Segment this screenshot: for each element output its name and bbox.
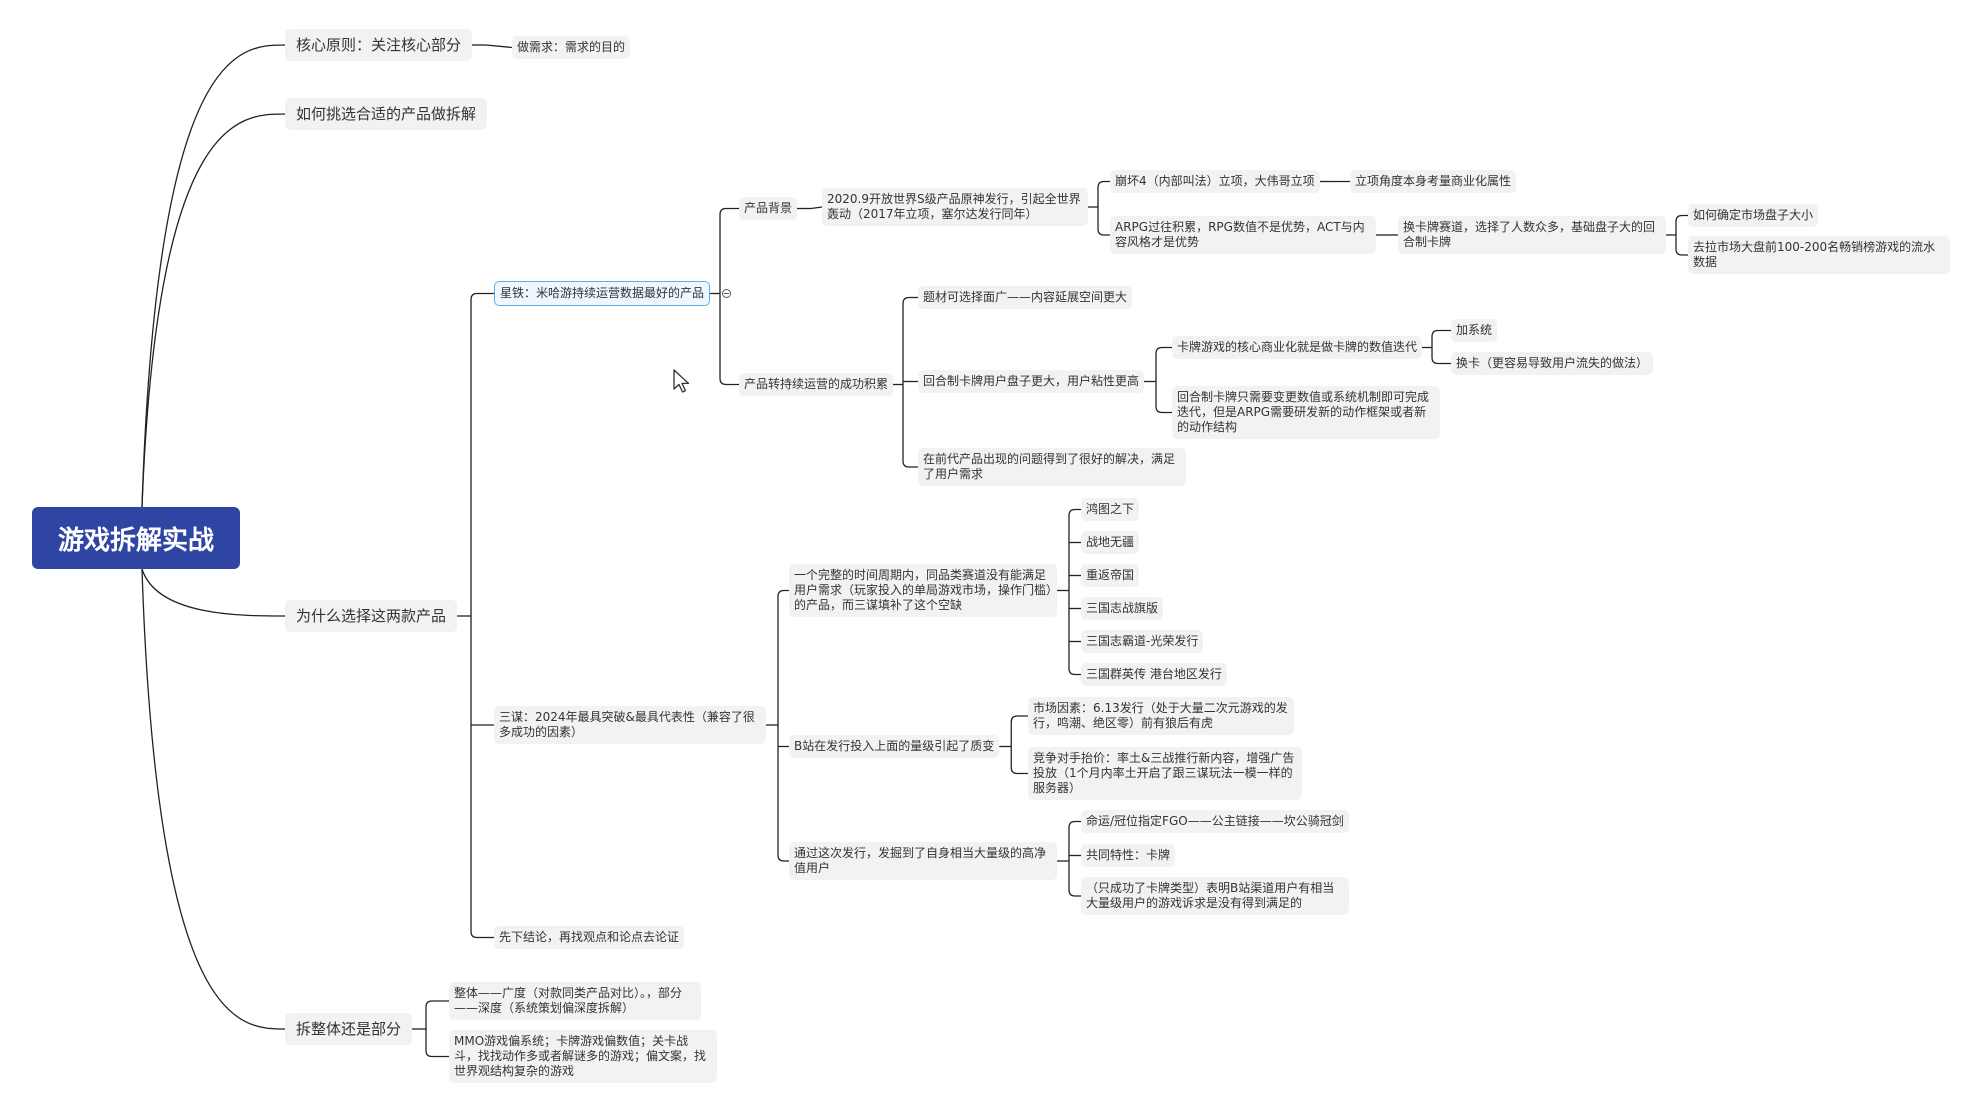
node-honkai4[interactable]: 崩坏4（内部叫法）立项，大伟哥立项 (1110, 170, 1320, 193)
connector-line (141, 113, 286, 508)
connector-line (1097, 180, 1110, 188)
connector-line (425, 1050, 449, 1058)
connector-line (1431, 329, 1451, 337)
node-arpg-experience[interactable]: ARPG过往积累，RPG数值不是优势，ACT与内容风格才是优势 (1110, 216, 1376, 254)
connector-line (1155, 346, 1172, 354)
node-card-track[interactable]: 换卡牌赛道，选择了人数众多，基础盘子大的回合制卡牌 (1398, 216, 1666, 254)
connector-line (1010, 715, 1028, 723)
connector-line (902, 460, 918, 468)
node-three-kingdoms[interactable]: 三谋：2024年最具突破&最具代表性（兼容了很多成功的因素） (494, 706, 766, 744)
connector-line (141, 568, 286, 1030)
connector-line (1097, 228, 1110, 236)
connector-line (777, 854, 789, 862)
node-do-requirement[interactable]: 做需求：需求的目的 (512, 36, 631, 59)
root-node[interactable]: 游戏拆解实战 (32, 507, 240, 569)
connector-line (777, 589, 789, 597)
node-conclusion-first[interactable]: 先下结论，再找观点和论点去论证 (494, 926, 685, 949)
node-game-1[interactable]: 鸿图之下 (1081, 498, 1140, 521)
mouse-cursor-icon (673, 369, 690, 393)
connector-line (1068, 820, 1081, 828)
node-theme-breadth[interactable]: 题材可选择面广——内容延展空间更大 (918, 286, 1133, 309)
connector-line (485, 44, 513, 49)
node-game-5[interactable]: 三国志霸道-光荣发行 (1081, 630, 1204, 653)
node-core-principle[interactable]: 核心原则：关注核心部分 (285, 29, 473, 61)
node-problem-solved[interactable]: 在前代产品出现的问题得到了很好的解决，满足了用户需求 (918, 448, 1186, 486)
connector-line (810, 206, 823, 210)
node-whole-vs-part[interactable]: 整体——广度（对款同类产品对比）。，部分——深度（系统策划偏深度拆解） (449, 982, 701, 1020)
node-swap-card[interactable]: 换卡（更容易导致用户流失的做法） (1451, 352, 1654, 375)
connector-line (1675, 248, 1688, 256)
node-fgo-chain[interactable]: 命运/冠位指定FGO——公主链接——坎公骑冠剑 (1081, 810, 1349, 833)
connector-line (470, 931, 494, 939)
node-high-value-users[interactable]: 通过这次发行，发掘到了自身相当大量级的高净值用户 (789, 842, 1057, 880)
node-add-system[interactable]: 加系统 (1451, 319, 1498, 342)
connector-line (719, 378, 739, 386)
node-market-factor[interactable]: 市场因素：6.13发行（处于大量二次元游戏的发行，鸣潮、绝区零）前有狼后有虎 (1028, 697, 1294, 735)
node-commercial-attr[interactable]: 立项角度本身考量商业化属性 (1350, 170, 1517, 193)
node-game-3[interactable]: 重返帝国 (1081, 564, 1140, 587)
node-market-size[interactable]: 如何确定市场盘子大小 (1688, 204, 1819, 227)
node-how-to-pick[interactable]: 如何挑选合适的产品做拆解 (285, 98, 488, 130)
node-common-trait[interactable]: 共同特性：卡牌 (1081, 844, 1176, 867)
connector-line (425, 1000, 449, 1008)
node-whole-or-part[interactable]: 拆整体还是部分 (285, 1013, 413, 1045)
node-market-gap[interactable]: 一个完整的时间周期内，同品类赛道没有能满足用户需求（玩家投入的单局游戏市场，操作… (789, 564, 1057, 617)
node-arpg-iteration-cost[interactable]: 回合制卡牌只需要变更数值或系统机制即可完成迭代，但是ARPG需要研发新的动作框架… (1172, 386, 1440, 439)
node-only-card[interactable]: （只成功了卡牌类型）表明B站渠道用户有相当大量级用户的游戏诉求是没有得到满足的 (1081, 877, 1349, 915)
connector-line (141, 44, 286, 508)
connector-line (1068, 889, 1081, 897)
connector-line (1010, 767, 1028, 775)
node-competitor-price[interactable]: 竞争对手抬价：率土&三战推行新内容，增强广告投放（1个月内率土开启了跟三谋玩法一… (1028, 747, 1302, 800)
node-game-2[interactable]: 战地无疆 (1081, 531, 1140, 554)
node-star-rail[interactable]: 星铁：米哈游持续运营数据最好的产品 (494, 281, 711, 306)
connector-line (719, 207, 739, 215)
connector-line (141, 568, 286, 617)
node-turn-based-card[interactable]: 回合制卡牌用户盘子更大，用户粘性更高 (918, 370, 1145, 393)
connector-line (1068, 508, 1081, 516)
node-market-top[interactable]: 去拉市场大盘前100-200名畅销榜游戏的流水数据 (1688, 236, 1950, 274)
node-genshin-launch[interactable]: 2020.9开放世界S级产品原神发行，引起全世界轰动（2017年立项，塞尔达发行… (822, 188, 1088, 226)
connector-line (902, 296, 918, 304)
node-bilibili-investment[interactable]: B站在发行投入上面的量级引起了质变 (789, 735, 1000, 758)
node-game-6[interactable]: 三国群英传 港台地区发行 (1081, 663, 1227, 686)
connector-line (1675, 214, 1688, 222)
connector-line (1155, 406, 1172, 414)
node-why-these-two[interactable]: 为什么选择这两款产品 (285, 600, 458, 632)
node-game-4[interactable]: 三国志战旗版 (1081, 597, 1164, 620)
node-card-core-commercial[interactable]: 卡牌游戏的核心商业化就是做卡牌的数值迭代 (1172, 336, 1423, 359)
node-product-background[interactable]: 产品背景 (739, 197, 798, 220)
connector-line (1431, 357, 1451, 365)
collapse-toggle-icon[interactable] (722, 289, 731, 298)
connector-line (470, 292, 494, 300)
node-operation-success[interactable]: 产品转持续运营的成功积累 (739, 373, 894, 396)
connector-line (1068, 668, 1081, 676)
node-game-type-focus[interactable]: MMO游戏偏系统；卡牌游戏偏数值；关卡战斗，找找动作多或者解谜多的游戏；偏文案，… (449, 1030, 717, 1083)
